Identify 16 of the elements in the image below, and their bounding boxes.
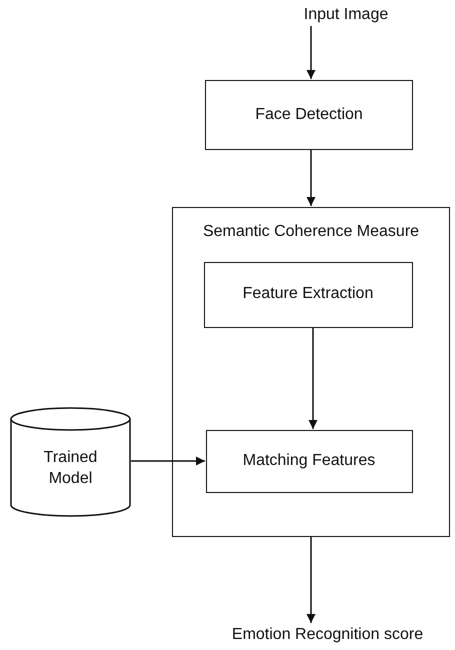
node-label: Trained Model — [42, 448, 98, 489]
group-box — [172, 207, 450, 537]
node-label: Matching Features — [242, 450, 376, 471]
arrow — [308, 328, 318, 429]
process-box — [204, 262, 412, 328]
node-label: Input Image — [304, 4, 388, 25]
node-label: Face Detection — [255, 104, 363, 125]
node-label: Emotion Recognition score — [232, 624, 424, 645]
node-label: Feature Extraction — [242, 284, 374, 304]
process-box — [206, 430, 412, 492]
arrow — [131, 456, 205, 466]
arrow — [306, 150, 316, 206]
arrow — [306, 537, 316, 623]
arrow — [306, 26, 316, 79]
node-label: Semantic Coherence Measure — [202, 222, 420, 242]
process-box — [205, 80, 413, 150]
